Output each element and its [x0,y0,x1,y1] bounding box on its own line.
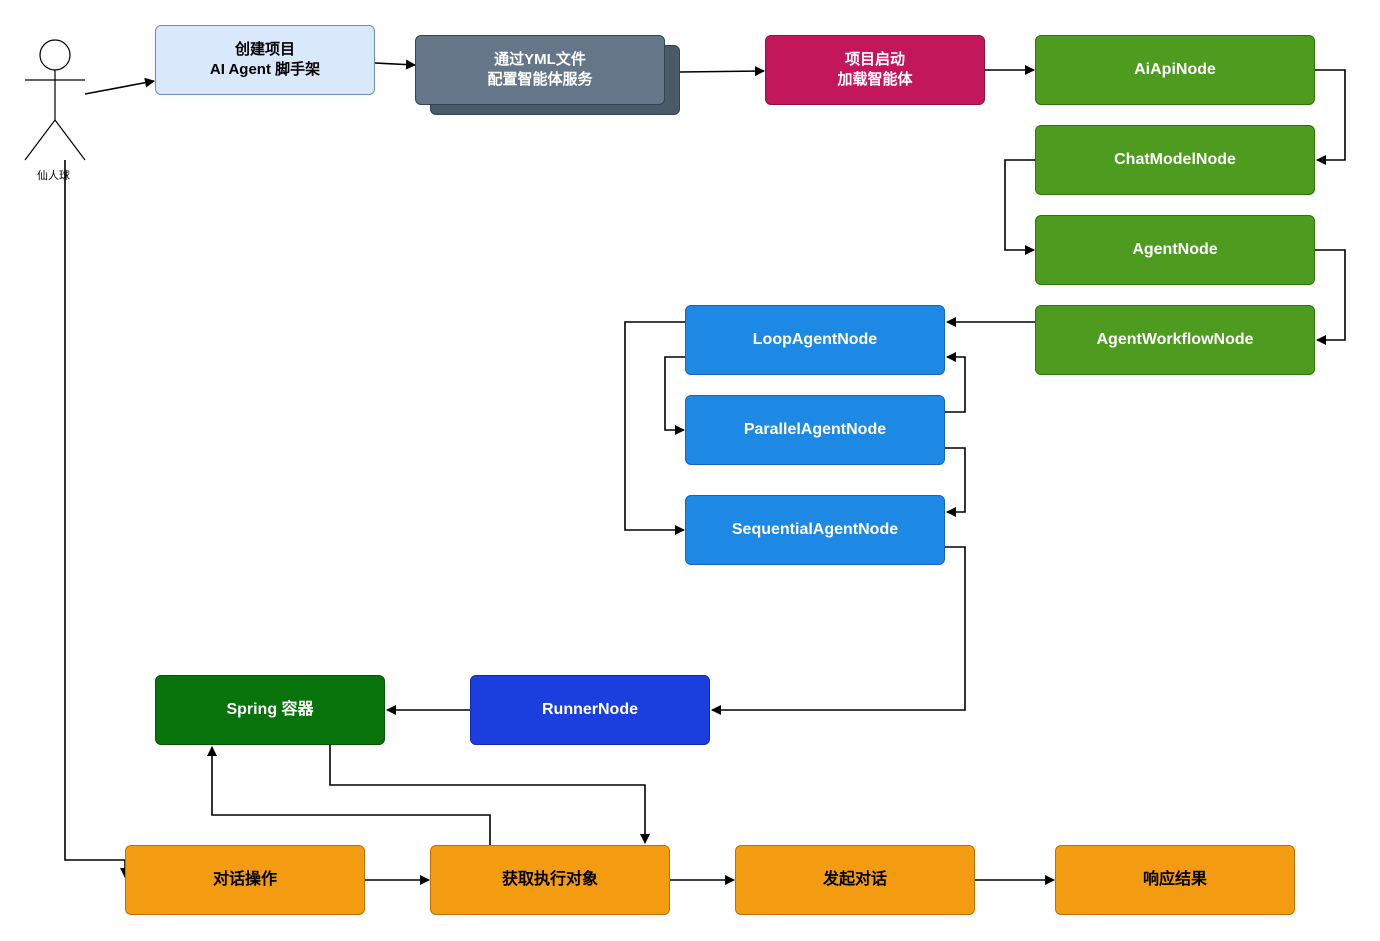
node-agent-workflow-label: AgentWorkflowNode [1096,331,1254,348]
node-loop-agent-label: LoopAgentNode [752,331,878,348]
node-start-dialog-label: 发起对话 [822,871,887,888]
node-dialog-op-label: 对话操作 [212,871,277,888]
actor-figure [24,39,86,161]
edge-aiapi-chatmodel [1315,69,1346,165]
node-start-load[interactable]: 项目启动 加载智能体 [765,35,985,105]
node-get-exec-label: 获取执行对象 [501,871,598,888]
node-spring[interactable]: Spring 容器 [155,675,385,745]
edge-parallel-loop [945,352,966,413]
node-chat-model[interactable]: ChatModelNode [1035,125,1315,195]
node-sequential-agent[interactable]: SequentialAgentNode [685,495,945,565]
edge-create-yml [374,59,416,70]
node-parallel-agent[interactable]: ParallelAgentNode [685,395,945,465]
node-agent-label: AgentNode [1132,241,1218,258]
edge-parallel-sequential [945,447,966,517]
node-start-dialog[interactable]: 发起对话 [735,845,975,915]
node-yml-config-label: 通过YML文件 配置智能体服务 [487,51,593,88]
node-ai-api[interactable]: AiApiNode [1035,35,1315,105]
node-agent[interactable]: AgentNode [1035,215,1315,285]
edge-spring-getexec [329,745,650,844]
node-sequential-agent-label: SequentialAgentNode [731,521,899,538]
edge-actor-create [84,77,155,95]
node-get-exec[interactable]: 获取执行对象 [430,845,670,915]
node-yml-config[interactable]: 通过YML文件 配置智能体服务 [415,35,665,105]
node-chat-model-label: ChatModelNode [1114,151,1236,168]
node-spring-label: Spring 容器 [226,701,314,718]
node-runner[interactable]: RunnerNode [470,675,710,745]
node-runner-label: RunnerNode [542,701,638,718]
node-create-project-label: 创建项目 AI Agent 脚手架 [209,41,321,78]
edge-actor-dialog [64,160,130,878]
actor-label: 仙人球 [37,170,70,182]
node-ai-api-label: AiApiNode [1134,61,1216,78]
node-agent-workflow[interactable]: AgentWorkflowNode [1035,305,1315,375]
node-parallel-agent-label: ParallelAgentNode [743,421,887,438]
edge-loop-sequential [624,321,685,535]
edge-agent-workflow [1315,249,1346,345]
node-create-project[interactable]: 创建项目 AI Agent 脚手架 [155,25,375,95]
edge-yml-start [679,66,765,77]
edge-getexec-spring [207,746,491,845]
node-loop-agent[interactable]: LoopAgentNode [685,305,945,375]
edge-chatmodel-agent [1004,159,1035,255]
node-response-label: 响应结果 [1142,871,1207,888]
edge-sequential-runner [711,546,966,715]
node-start-load-label: 项目启动 加载智能体 [837,51,913,88]
edge-loop-parallel [664,356,685,435]
node-dialog-op[interactable]: 对话操作 [125,845,365,915]
node-response[interactable]: 响应结果 [1055,845,1295,915]
